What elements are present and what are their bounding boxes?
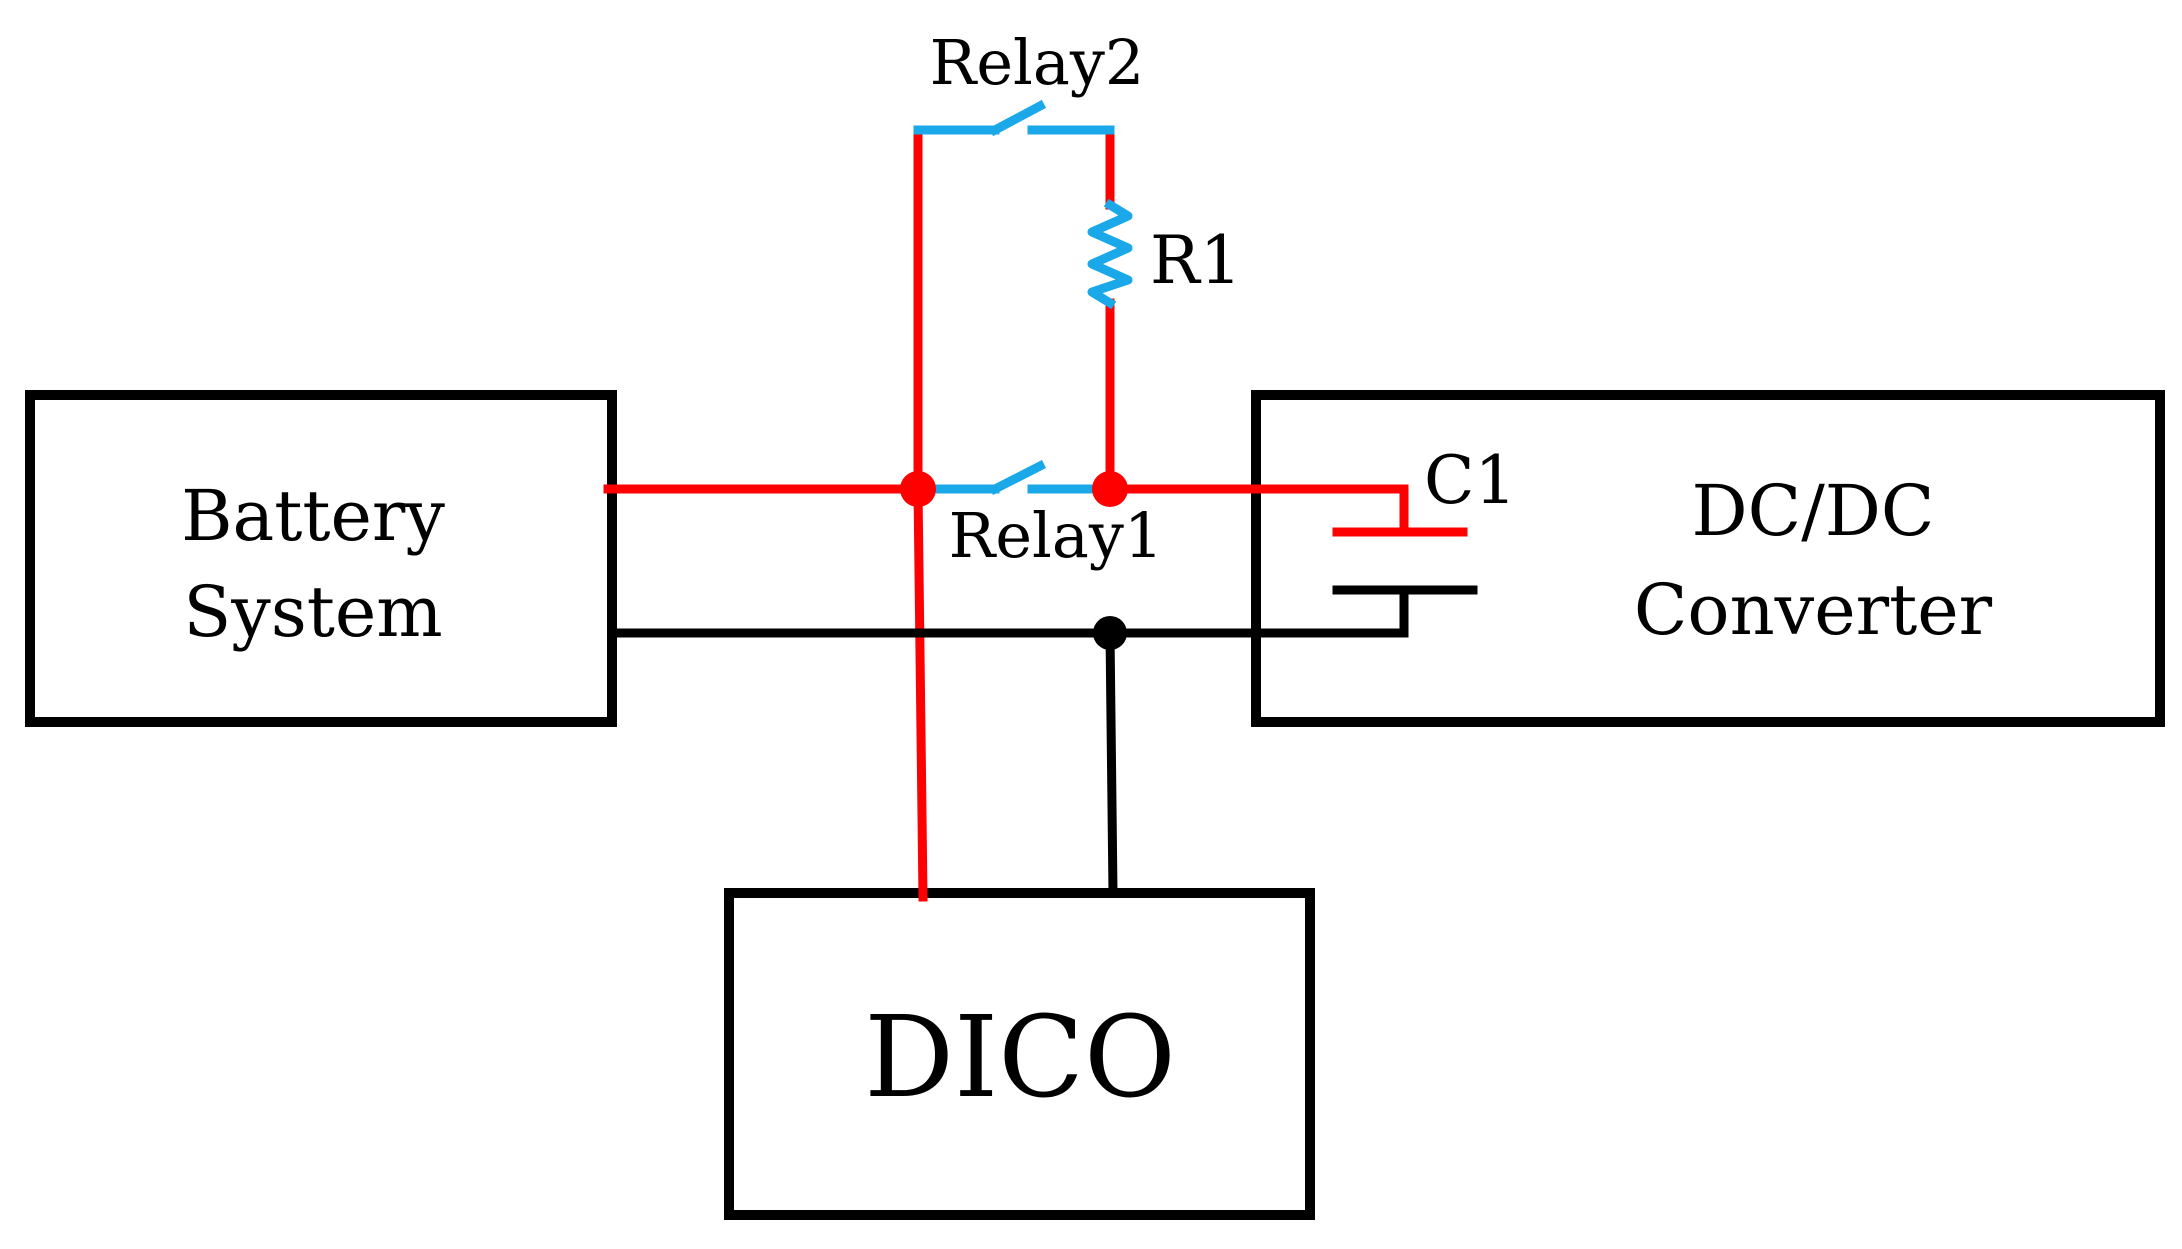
battery-label-line1: Battery: [181, 475, 445, 557]
capacitor-positive-wire: [1105, 484, 1409, 537]
relay2-switch: [913, 99, 1115, 137]
r1-label: R1: [1150, 222, 1242, 299]
converter-label-line2: Converter: [1634, 569, 1993, 651]
battery-system-block: [25, 390, 617, 727]
resistor-r1: [1087, 198, 1133, 310]
relay1-label: Relay1: [949, 499, 1164, 572]
battery-negative-wire: [607, 585, 1409, 638]
c1-label: C1: [1424, 442, 1517, 519]
junction-left: [900, 471, 936, 507]
junction-negative: [1093, 616, 1127, 650]
battery-label-line2: System: [183, 571, 442, 653]
converter-label-line1: DC/DC: [1692, 470, 1935, 552]
dico-label: DICO: [864, 993, 1176, 1123]
relay1-switch: [913, 459, 1115, 496]
negative-wiring: [607, 585, 1478, 898]
dico-negative-wire: [1105, 628, 1118, 898]
positive-wiring: [603, 125, 1468, 902]
relay2-label: Relay2: [930, 26, 1145, 99]
dico-positive-wire: [913, 484, 928, 902]
junction-right: [1092, 471, 1128, 507]
dico-block: [724, 888, 1315, 1220]
dc-dc-converter-block: [1251, 390, 2165, 727]
